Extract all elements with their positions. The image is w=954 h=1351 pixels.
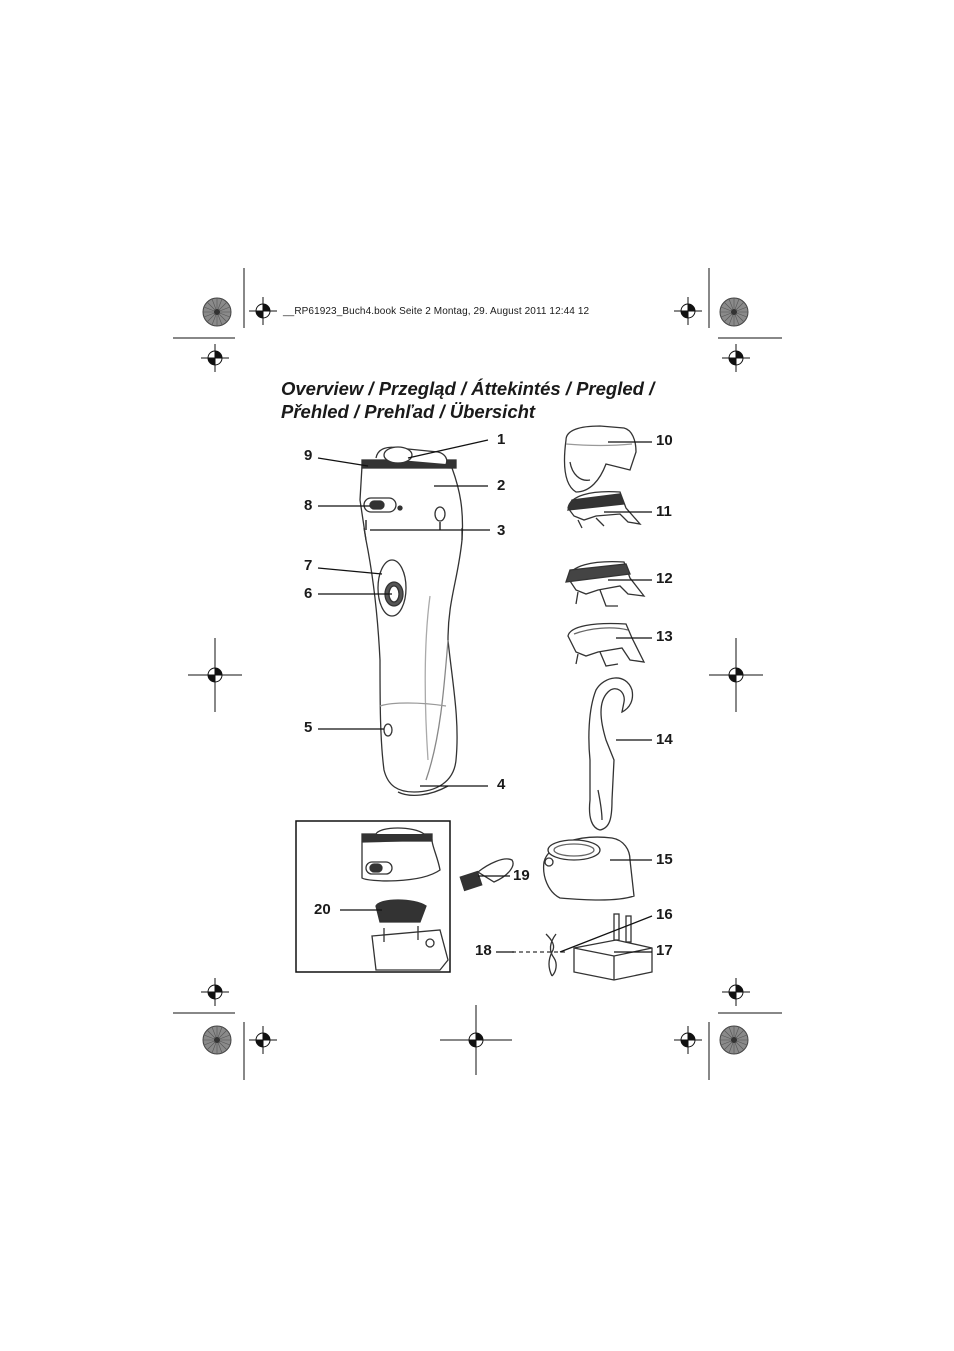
callout-16: 16 xyxy=(656,906,673,923)
callout-4: 4 xyxy=(497,776,506,793)
leader-lines xyxy=(317,439,653,953)
callout-13: 13 xyxy=(656,628,673,645)
callout-15: 15 xyxy=(656,851,673,868)
cap-illustration xyxy=(563,425,637,493)
shaver-illustration xyxy=(359,446,464,797)
callout-19: 19 xyxy=(513,867,530,884)
title-line-2: Přehled / Prehľad / Übersicht xyxy=(281,400,536,422)
inset-illustration xyxy=(361,827,449,971)
hook-illustration xyxy=(588,677,634,831)
callout-18: 18 xyxy=(475,942,492,959)
crop-marks xyxy=(173,268,782,1080)
callout-8: 8 xyxy=(304,497,313,514)
file-info-line: __RP61923_Buch4.book Seite 2 Montag, 29.… xyxy=(283,306,590,317)
callout-2: 2 xyxy=(497,477,506,494)
callout-10: 10 xyxy=(656,432,673,449)
registration-marks xyxy=(188,296,763,1075)
callout-20: 20 xyxy=(314,901,331,918)
page-title: Overview / Przegląd / Áttekintés / Pregl… xyxy=(281,378,701,423)
adapter-illustration xyxy=(573,913,653,981)
callout-17: 17 xyxy=(656,942,673,959)
callout-6: 6 xyxy=(304,585,313,602)
callout-5: 5 xyxy=(304,719,313,736)
inset-frame xyxy=(295,820,451,973)
callout-3: 3 xyxy=(497,522,506,539)
title-line-1: Overview / Przegląd / Áttekintés / Pregl… xyxy=(281,378,655,399)
callout-9: 9 xyxy=(304,447,313,464)
callout-12: 12 xyxy=(656,570,673,587)
callout-14: 14 xyxy=(656,731,673,748)
cable-illustration xyxy=(512,933,566,977)
callout-11: 11 xyxy=(656,503,672,520)
comb-attachment-12 xyxy=(565,560,646,607)
callout-7: 7 xyxy=(304,557,313,574)
callout-1: 1 xyxy=(497,431,506,448)
brush-illustration xyxy=(459,858,514,892)
comb-attachment-11 xyxy=(566,490,642,529)
comb-attachment-13 xyxy=(567,622,646,667)
stand-illustration xyxy=(542,836,635,901)
